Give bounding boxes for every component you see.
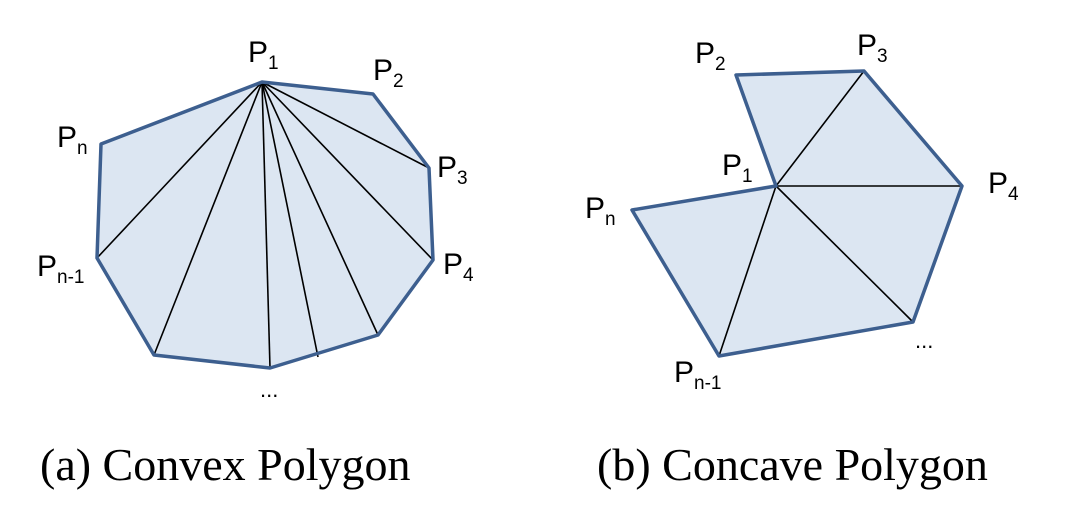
label-main: P — [695, 37, 715, 70]
label-subscript: n-1 — [694, 373, 721, 394]
convex-caption: (a) Convex Polygon — [40, 439, 411, 490]
concave-diagonal — [718, 185, 777, 357]
convex-label-p2: P2 — [373, 54, 404, 92]
convex-label-pn: Pn — [57, 121, 88, 159]
concave-diagonals — [718, 70, 962, 357]
concave-label-p3: P3 — [857, 29, 888, 67]
label-main: P — [674, 356, 694, 389]
convex-diagonal — [261, 81, 430, 169]
convex-ellipsis: ... — [260, 377, 278, 402]
label-main: P — [857, 29, 877, 62]
concave-polygon-group: P1 P2 P3 P4 Pn Pn-1 ... — [585, 29, 1019, 394]
label-subscript: 4 — [1008, 184, 1019, 205]
label-subscript: n — [77, 138, 88, 159]
label-subscript: n — [605, 209, 616, 230]
convex-label-pn1: Pn-1 — [37, 250, 84, 288]
concave-label-pn1: Pn-1 — [674, 356, 721, 394]
concave-label-pn: Pn — [585, 192, 616, 230]
concave-ellipsis: ... — [915, 328, 933, 353]
label-main: P — [37, 250, 57, 283]
label-main: P — [57, 121, 77, 154]
concave-label-p4: P4 — [988, 167, 1019, 205]
convex-diagonal — [261, 81, 379, 336]
label-subscript: 2 — [393, 71, 404, 92]
concave-caption: (b) Concave Polygon — [597, 439, 988, 490]
label-subscript: 2 — [715, 54, 726, 75]
label-subscript: 1 — [268, 53, 279, 74]
concave-label-p1: P1 — [722, 149, 753, 187]
concave-diagonal — [775, 185, 914, 323]
label-main: P — [443, 248, 463, 281]
label-main: P — [437, 151, 457, 184]
convex-polygon-group: P1 P2 P3 P4 Pn Pn-1 ... — [37, 36, 474, 402]
concave-polygon-fill — [632, 71, 962, 356]
convex-diagonal — [96, 81, 263, 259]
label-main: P — [373, 54, 393, 87]
label-subscript: 3 — [877, 46, 888, 67]
label-main: P — [248, 36, 268, 69]
label-main: P — [722, 149, 742, 182]
convex-polygon-fill — [97, 82, 433, 368]
concave-diagonal — [775, 70, 865, 187]
convex-diagonal — [261, 81, 319, 358]
convex-label-p1: P1 — [248, 36, 279, 74]
label-main: P — [988, 167, 1008, 200]
convex-polygon-outline — [95, 80, 435, 370]
label-subscript: 4 — [463, 265, 474, 286]
convex-label-p4: P4 — [443, 248, 474, 286]
convex-label-p3: P3 — [437, 151, 468, 189]
concave-label-p2: P2 — [695, 37, 726, 75]
convex-diagonal — [153, 81, 263, 356]
label-subscript: 1 — [742, 166, 753, 187]
label-subscript: n-1 — [57, 267, 84, 288]
convex-diagonals — [96, 81, 434, 369]
label-subscript: 3 — [457, 168, 468, 189]
label-main: P — [585, 192, 605, 225]
convex-diagonal — [261, 81, 271, 369]
convex-diagonal — [261, 81, 434, 261]
concave-polygon-outline — [630, 69, 964, 358]
